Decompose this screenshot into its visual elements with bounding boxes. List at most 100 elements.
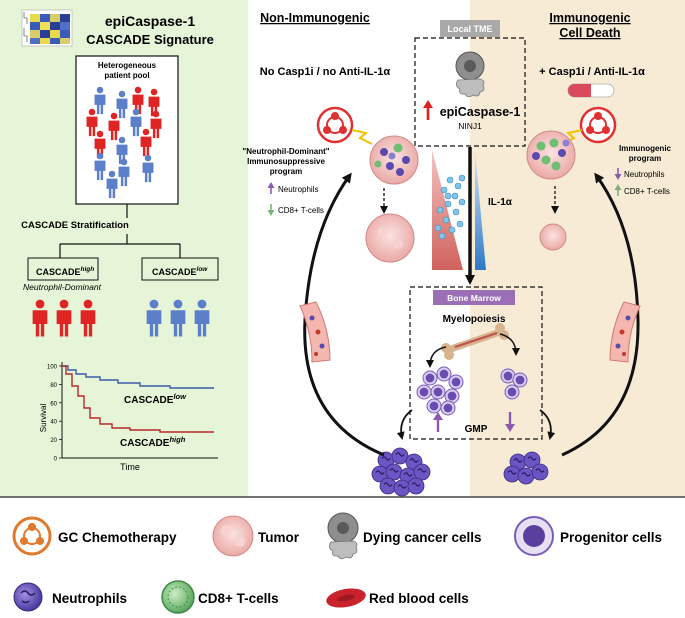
svg-text:100: 100 [47, 365, 58, 371]
person-icon [150, 110, 162, 139]
il1a-label: IL-1α [488, 197, 513, 208]
left-cd8-label: CD8+ T-cells [278, 206, 324, 215]
person-icon [118, 158, 130, 187]
neutrophil-icon [393, 479, 411, 497]
immunogenic-header-line2: Cell Death [559, 26, 620, 40]
stratification-label: CASCADE Stratification [21, 220, 129, 231]
immunogenic-header-line1: Immunogenic [549, 11, 630, 25]
high-group-box [27, 257, 99, 281]
person-icon [86, 108, 98, 137]
legend-tumor-label: Tumor [258, 530, 300, 545]
km-xlabel: Time [120, 462, 140, 472]
legend-dying-label: Dying cancer cells [363, 530, 482, 545]
pill-icon [567, 83, 615, 98]
neutrophil-icon [385, 463, 403, 481]
high-group-label: CASCADEhigh [36, 266, 94, 277]
low-group-label: CASCADElow [152, 266, 208, 277]
legend-neutrophils-label: Neutrophils [52, 591, 127, 606]
progenitor-cell-icon [430, 384, 446, 400]
legend-progenitor-icon [514, 516, 554, 556]
bm-right-curve-arrow [499, 333, 520, 356]
right-neutrophils-label: Neutrophils [624, 170, 664, 179]
progenitor-cell-icon [504, 384, 520, 400]
progenitor-cell-icon [422, 370, 438, 386]
tumor-with-cells-left [369, 135, 419, 185]
left-loop-arrow [303, 172, 385, 457]
neutro-dominant-line1: "Neutrophil-Dominant" [242, 147, 329, 156]
right-panel-bg [470, 0, 685, 497]
legend-rbc-icon [326, 588, 366, 608]
km-low-label: CASCADElow [124, 392, 187, 406]
km-ylabel: Survival [39, 404, 48, 433]
blood-vessel-left [299, 301, 331, 363]
high-group-people [32, 299, 96, 337]
legend-tumor-icon [212, 515, 254, 557]
neutro-dominant-line3: program [270, 167, 302, 176]
progenitor-cell-icon [426, 398, 442, 414]
progenitor-cell-icon [444, 388, 460, 404]
neutrophil-icon [503, 465, 521, 483]
neutro-dominant-line2: Immunosuppressive [247, 157, 325, 166]
km-low-curve [62, 365, 214, 389]
local-tme-tab [440, 20, 500, 37]
neutrophil-icon [517, 467, 535, 485]
non-immunogenic-header: Non-Immunogenic [260, 11, 370, 25]
right-loop-arrow [561, 172, 640, 457]
neutrophil-cluster-right [503, 451, 549, 485]
person-icon [194, 299, 210, 337]
no-treatment-label: No Casp1i / no Anti-IL-1α [260, 66, 391, 78]
progenitor-cell-icon [416, 384, 432, 400]
left-neutrophils-up-arrow [267, 182, 275, 194]
neutrophil-icon [391, 447, 409, 465]
bm-down-arrow-purple [505, 412, 515, 432]
right-cd8-up-arrow [614, 184, 622, 196]
tumor-small-right [539, 223, 567, 251]
svg-text:60: 60 [50, 401, 57, 407]
person-icon [94, 86, 106, 115]
legend-chemo-icon [12, 516, 52, 556]
neutrophil-icon [371, 465, 389, 483]
legend-neutrophil-icon [13, 582, 43, 612]
neutrophil-cluster-left [371, 447, 431, 497]
person-icon [116, 90, 128, 119]
tumor-with-cells-right [526, 130, 576, 180]
person-icon [170, 299, 186, 337]
svg-text:0: 0 [54, 457, 58, 463]
treatment-label: + Casp1i / Anti-IL-1α [539, 66, 645, 78]
progenitor-cell-icon [448, 374, 464, 390]
progenitor-cell-icon [440, 400, 456, 416]
bm-left-curve-arrow [426, 346, 447, 368]
patient-pool-people [86, 86, 162, 199]
immunogenic-program-line1: Immunogenic [619, 144, 672, 153]
bm-out-right-arrow [539, 409, 556, 440]
bone-marrow-tab [433, 290, 515, 305]
local-tme-box [414, 37, 526, 147]
bone-marrow-label: Bone Marrow [447, 293, 501, 303]
person-icon [80, 299, 96, 337]
neutrophil-icon [377, 451, 395, 469]
immunogenic-program-line2: program [629, 154, 661, 163]
progenitor-cell-icon [512, 372, 528, 388]
legend-cd8-icon [161, 580, 195, 614]
lightning-left-icon [351, 129, 373, 145]
person-icon [56, 299, 72, 337]
progenitor-cell-icon [500, 368, 516, 384]
red-gradient-wedge [432, 150, 463, 270]
person-icon [106, 170, 118, 199]
neutrophil-icon [379, 477, 397, 495]
myelopoiesis-label: Myelopoiesis [443, 314, 506, 325]
person-icon [130, 108, 142, 137]
km-high-label: CASCADEhigh [120, 435, 186, 449]
neutrophil-icon [523, 451, 541, 469]
person-icon [140, 128, 152, 157]
progenitor-cell-icon [436, 366, 452, 382]
low-group-box [141, 257, 219, 281]
bone-marrow-box [409, 286, 543, 440]
right-cd8-label: CD8+ T-cells [624, 187, 670, 196]
up-arrow-red-icon [423, 100, 433, 120]
signature-title-line1: epiCaspase-1 [105, 13, 195, 29]
tumor-large-left [365, 213, 415, 263]
epicaspase-label: epiCaspase-1 [440, 105, 521, 119]
